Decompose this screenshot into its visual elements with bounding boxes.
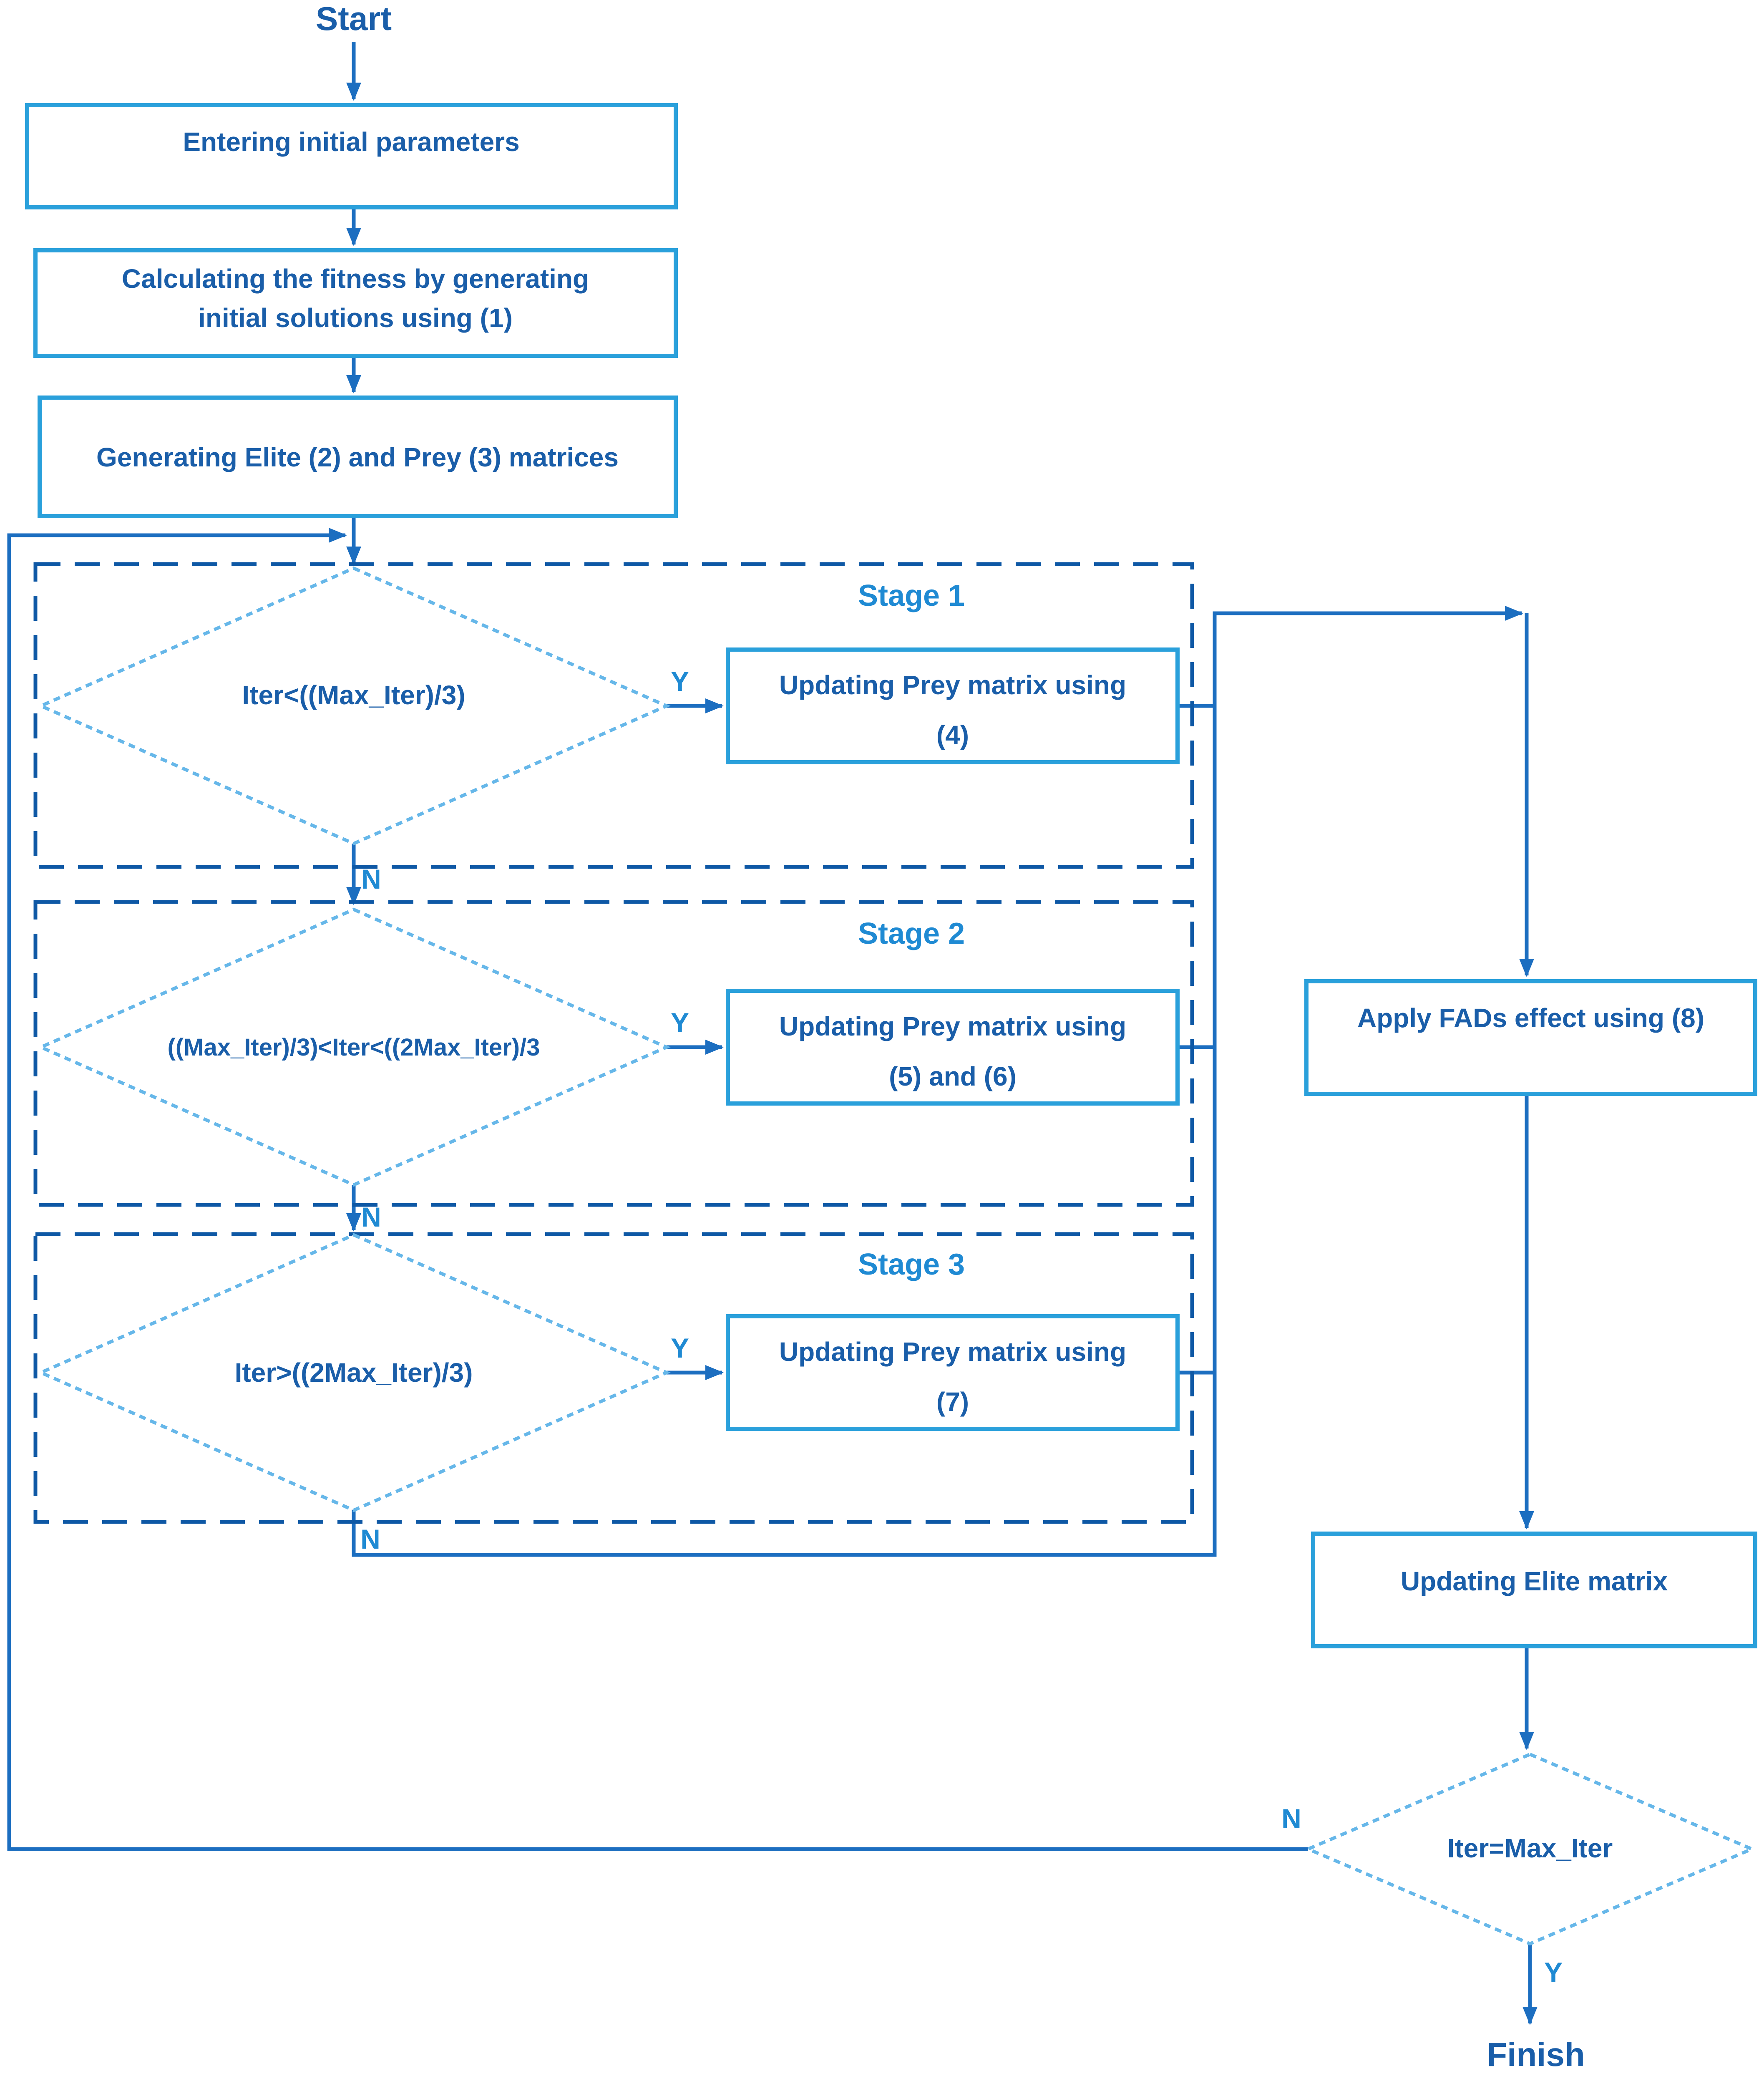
fads-effect-label: Apply FADs effect using (8) (1357, 1003, 1704, 1033)
stage3-yes-label: Y (671, 1333, 689, 1363)
stage1-decision-diamond (37, 566, 671, 846)
final-no-label: N (1281, 1803, 1301, 1834)
stage3-condition: Iter>((2Max_Iter)/3) (235, 1358, 473, 1388)
start-label: Start (316, 0, 392, 37)
calculating-fitness-line2: initial solutions using (1) (198, 303, 513, 333)
stage2-no-label: N (361, 1202, 381, 1232)
stage3-action-line2: (7) (936, 1387, 969, 1417)
stage1-no-label: N (361, 864, 381, 894)
stage1-action-box (726, 647, 1180, 764)
stage1-frame (33, 562, 1194, 869)
connectors (7, 42, 1538, 2025)
stage3-no-label: N (360, 1524, 380, 1554)
line-stage3-no-and-collector (352, 606, 1523, 1557)
line-loop-back (7, 528, 1308, 1851)
updating-elite-box (1311, 1532, 1757, 1648)
calculating-fitness-box (33, 248, 678, 358)
stage2-yes-label: Y (671, 1007, 689, 1038)
stage2-decision-diamond (37, 907, 671, 1187)
stage2-action-line1: Updating Prey matrix using (779, 1011, 1126, 1041)
stage3-decision-diamond (37, 1233, 671, 1512)
finish-label: Finish (1487, 2036, 1585, 2073)
entering-initial-parameters-box (25, 103, 678, 209)
stage1-action-line1: Updating Prey matrix using (779, 670, 1126, 700)
stage3-label: Stage 3 (858, 1248, 965, 1281)
stage2-condition: ((Max_Iter)/3)<Iter<((2Max_Iter)/3 (168, 1034, 540, 1061)
stage1-yes-label: Y (671, 666, 689, 697)
final-condition-label: Iter=Max_Iter (1447, 1833, 1613, 1863)
calculating-fitness-line1: Calculating the fitness by generating (122, 264, 589, 294)
entering-initial-parameters-label: Entering initial parameters (183, 127, 519, 157)
stage1-action-line2: (4) (936, 720, 969, 750)
stage2-action-box (726, 989, 1180, 1106)
updating-elite-label: Updating Elite matrix (1401, 1566, 1668, 1596)
final-yes-label: Y (1544, 1957, 1563, 1988)
final-decision-diamond (1303, 1752, 1756, 1946)
stage3-action-box (726, 1314, 1180, 1431)
stage1-label: Stage 1 (858, 579, 965, 612)
fads-effect-box (1304, 979, 1757, 1096)
generating-matrices-label: Generating Elite (2) and Prey (3) matric… (96, 442, 619, 472)
stage2-label: Stage 2 (858, 917, 965, 950)
stage3-action-line1: Updating Prey matrix using (779, 1337, 1126, 1367)
stage2-frame (33, 900, 1194, 1207)
stage3-frame (33, 1232, 1194, 1524)
stage1-condition: Iter<((Max_Iter)/3) (242, 680, 465, 710)
generating-matrices-box (38, 396, 678, 518)
stage2-action-line2: (5) and (6) (889, 1061, 1017, 1091)
